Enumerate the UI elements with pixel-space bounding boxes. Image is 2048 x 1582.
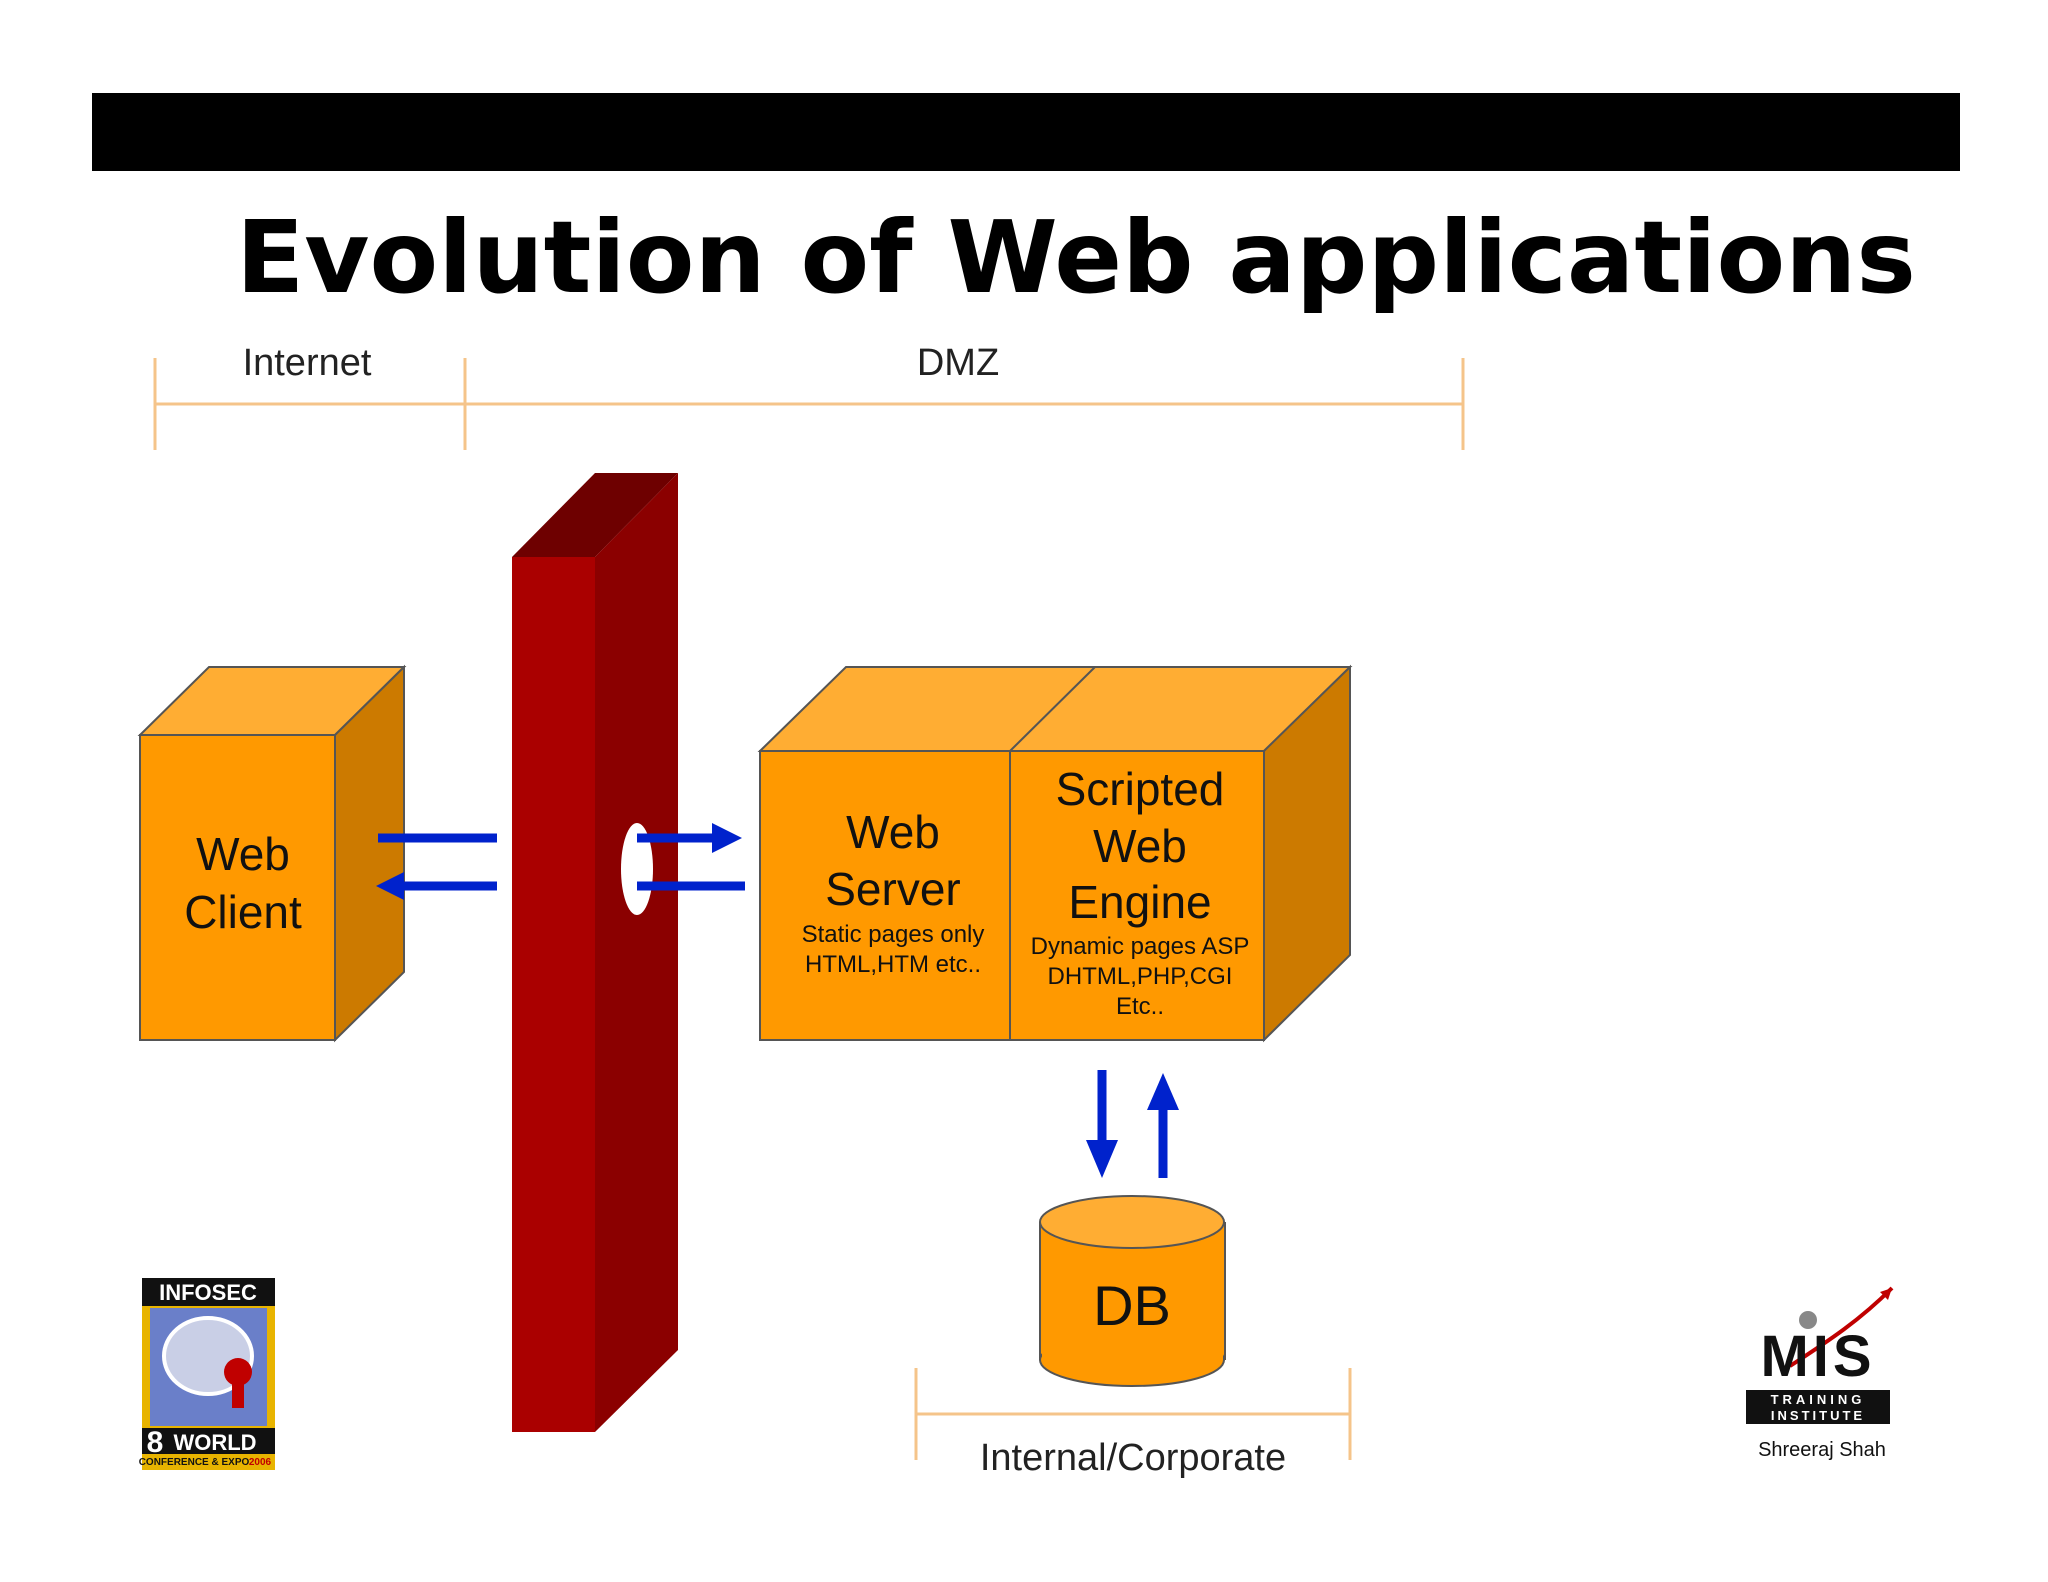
engine-label-line1: Scripted	[1056, 763, 1225, 815]
web-client-label-line1: Web	[196, 828, 290, 880]
arrow-head-right-icon	[712, 823, 742, 853]
engine-label-line2: Web	[1093, 820, 1187, 872]
mis-training-logo: MIS TRAINING INSTITUTE Shreeraj Shah	[1746, 1286, 1894, 1461]
infosec-logo-sub-text: CONFERENCE & EXPO	[139, 1457, 250, 1468]
web-client-box: Web Client	[137, 664, 407, 1043]
engine-desc-line2: DHTML,PHP,CGI	[1048, 963, 1233, 990]
internet-label: Internet	[243, 342, 372, 384]
internal-zone-bracket	[914, 1368, 1352, 1460]
infosec-logo-top-text: INFOSEC	[159, 1280, 257, 1305]
database: DB	[1039, 1195, 1226, 1387]
infosec-world-logo: INFOSEC 8 WORLD CONFERENCE & EXPO 2006	[139, 1278, 275, 1470]
header-bar	[92, 93, 1960, 171]
client-firewall-arrows	[378, 833, 497, 891]
engine-db-arrows	[1097, 1070, 1168, 1178]
mis-brand-text: MIS	[1760, 1324, 1875, 1389]
db-label: DB	[1093, 1274, 1171, 1337]
server-engine-box	[757, 664, 1353, 1043]
dmz-zone-bracket	[465, 358, 1465, 450]
arrow-head-down-icon	[1086, 1140, 1118, 1178]
author-name: Shreeraj Shah	[1758, 1439, 1886, 1461]
firewall-port-opening	[621, 823, 653, 915]
internal-corporate-label: Internal/Corporate	[980, 1437, 1286, 1479]
engine-desc-line1: Dynamic pages ASP	[1031, 933, 1250, 960]
engine-desc-line3: Etc..	[1116, 993, 1164, 1020]
infosec-logo-digit: 8	[147, 1426, 164, 1459]
arrow-head-up-icon	[1147, 1073, 1179, 1110]
arrow-head-left-icon	[376, 872, 404, 900]
web-server: Web Server Static pages only HTML,HTM et…	[802, 806, 985, 978]
mis-line1-text: TRAINING	[1771, 1392, 1866, 1407]
mis-line2-text: INSTITUTE	[1771, 1408, 1865, 1423]
firewall	[512, 473, 678, 1432]
web-server-desc-line1: Static pages only	[802, 921, 985, 948]
web-server-label-line2: Server	[825, 863, 960, 915]
web-server-desc-line2: HTML,HTM etc..	[805, 951, 981, 978]
web-client-label-line2: Client	[184, 886, 302, 938]
dmz-label: DMZ	[917, 342, 999, 384]
scripted-web-engine: Scripted Web Engine Dynamic pages ASP DH…	[1031, 763, 1250, 1020]
slide-title: Evolution of Web applications	[236, 199, 1916, 316]
engine-label-line3: Engine	[1068, 876, 1211, 928]
web-server-label-line1: Web	[846, 806, 940, 858]
firewall-server-arrows	[637, 833, 745, 891]
infosec-logo-year: 2006	[249, 1457, 272, 1468]
infosec-logo-bottom-text: WORLD	[173, 1430, 256, 1455]
